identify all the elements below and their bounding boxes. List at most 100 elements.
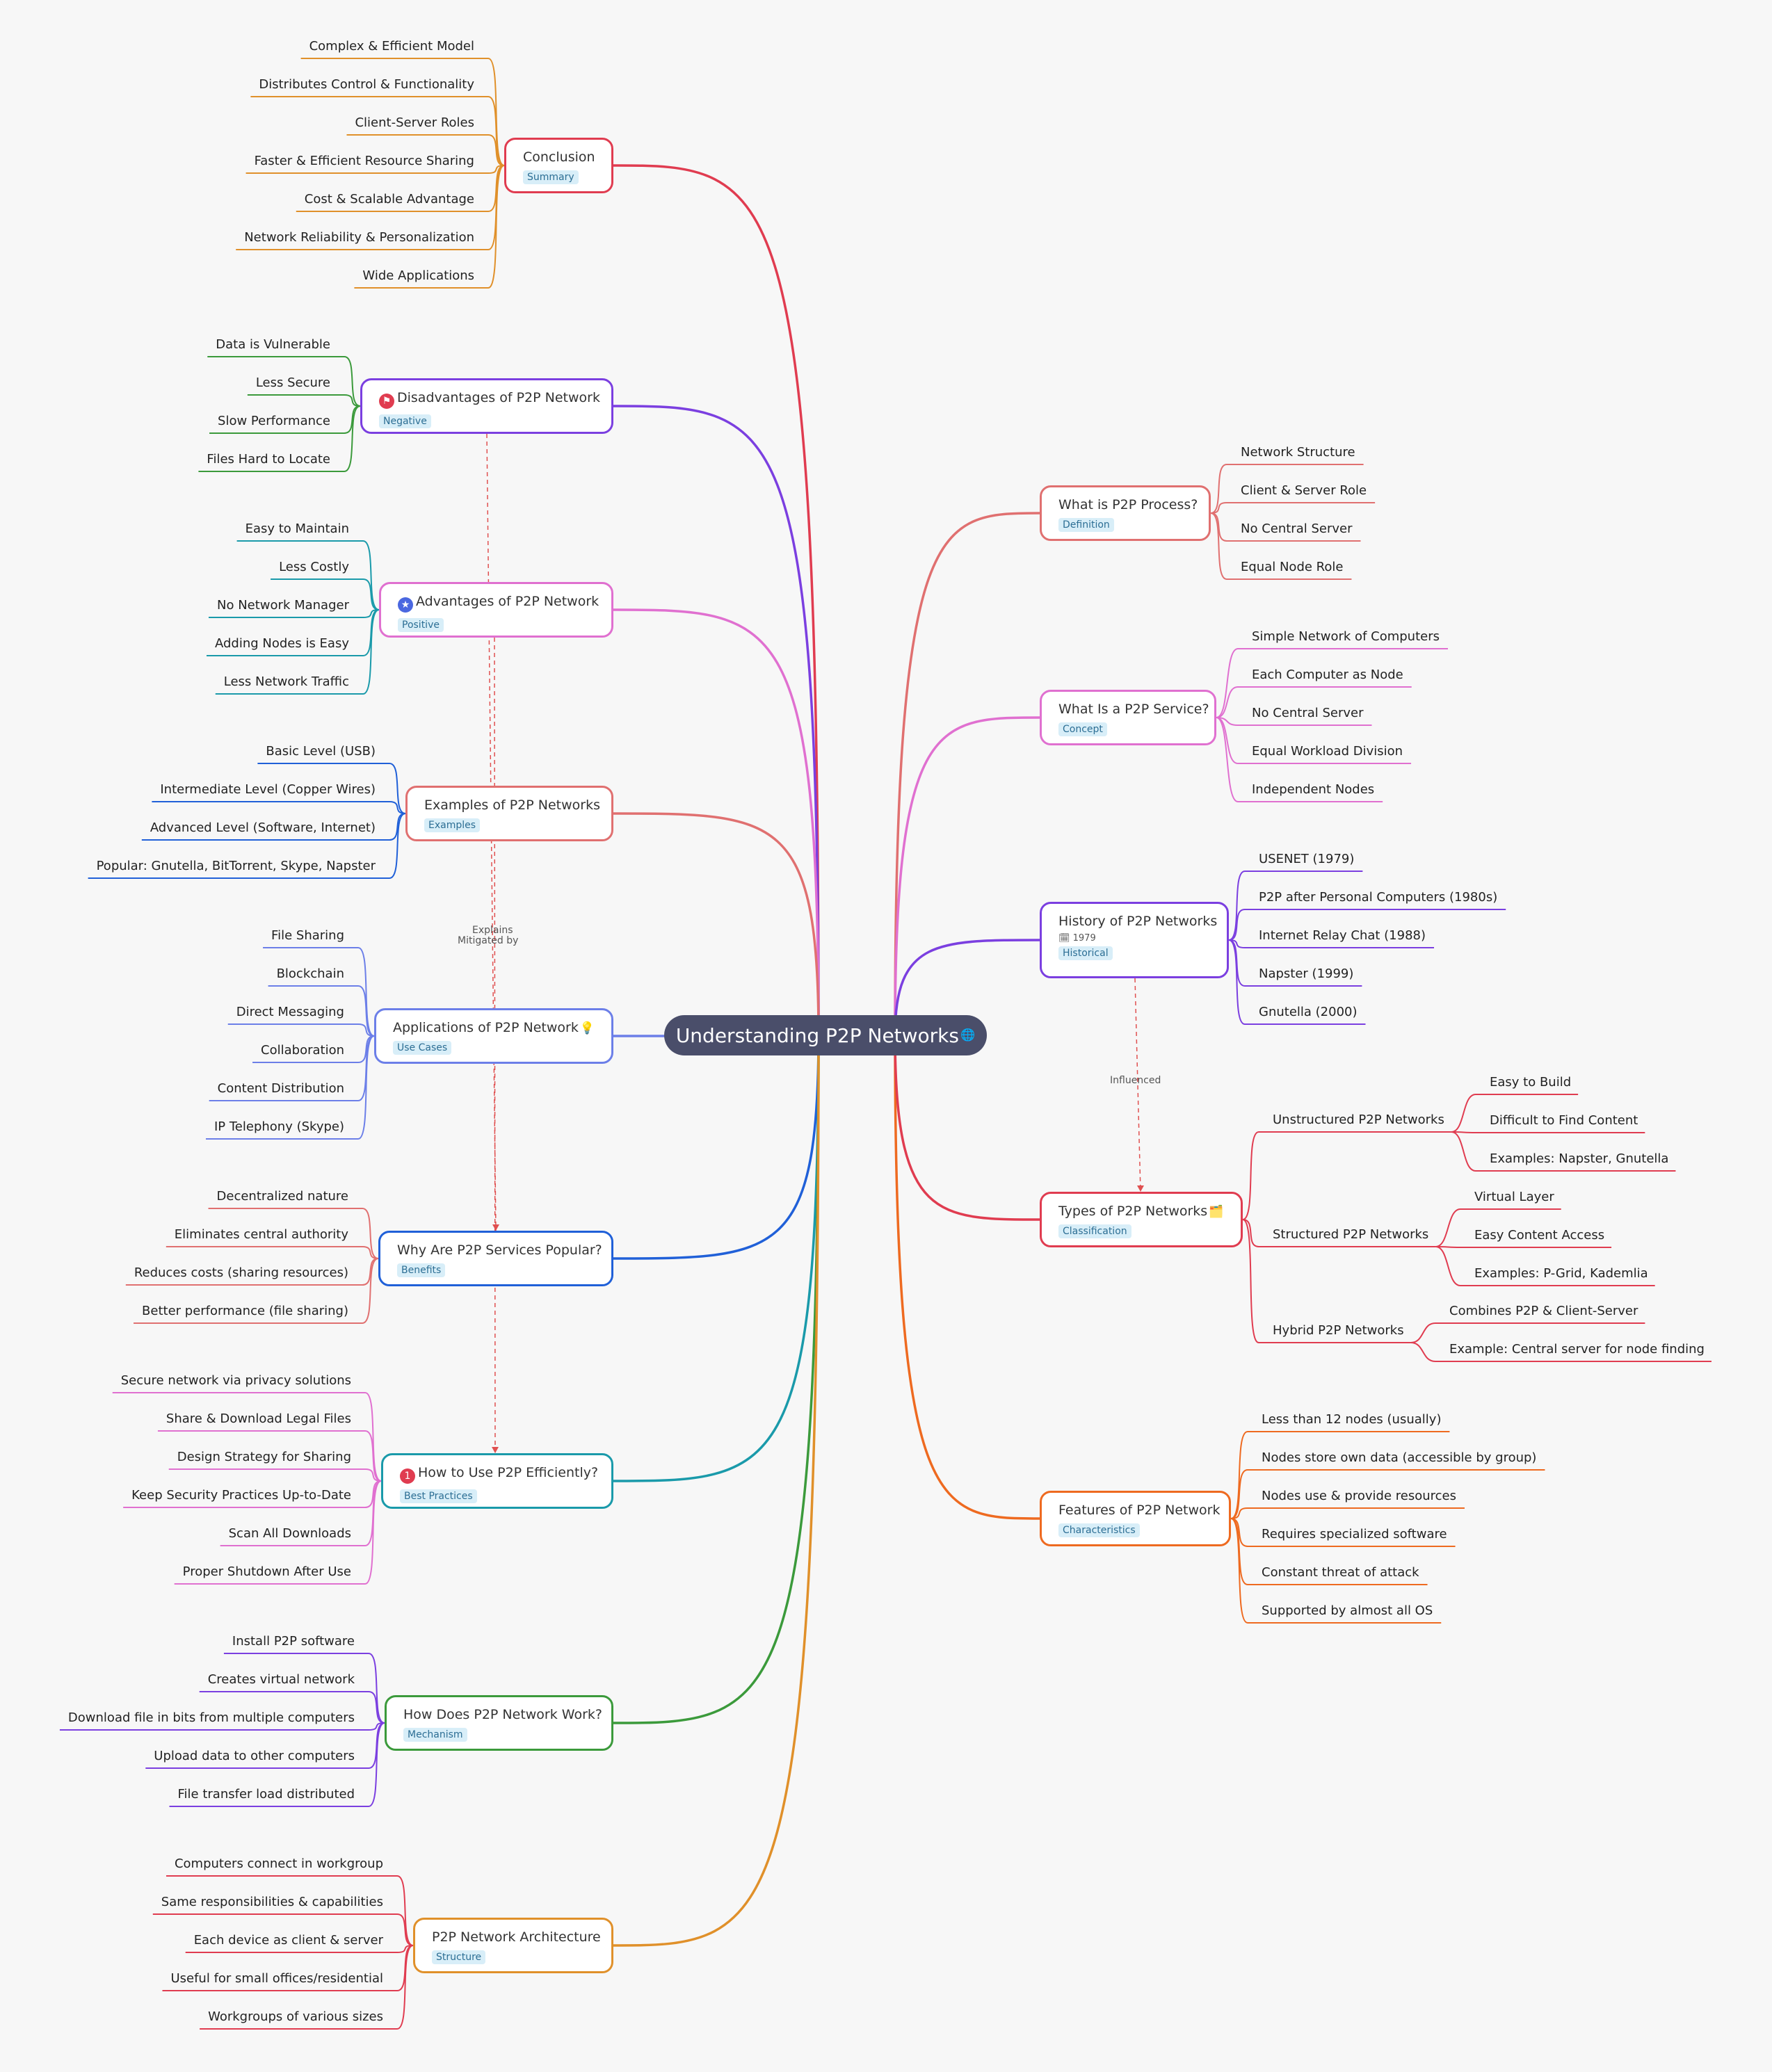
leaf-item-features[interactable]: Nodes use & provide resources [1262, 1489, 1456, 1503]
branch-applications[interactable]: Applications of P2P Network💡 Use Cases [374, 1008, 613, 1064]
leaf-item-disadvantages[interactable]: Slow Performance [218, 414, 330, 428]
leaf-item-types[interactable]: Easy to Build [1490, 1075, 1572, 1090]
leaf-item-types[interactable]: Difficult to Find Content [1490, 1113, 1638, 1128]
branch-architecture[interactable]: P2P Network Architecture Structure [413, 1918, 613, 1973]
branch-popular[interactable]: Why Are P2P Services Popular? Benefits [378, 1231, 613, 1286]
leaf-item-applications[interactable]: Direct Messaging [236, 1005, 344, 1019]
leaf-item-efficiently[interactable]: Proper Shutdown After Use [182, 1564, 351, 1579]
leaf-item-types[interactable]: Examples: Napster, Gnutella [1490, 1151, 1669, 1166]
leaf-item-examples[interactable]: Intermediate Level (Copper Wires) [160, 782, 376, 797]
leaf-item-process[interactable]: No Central Server [1241, 521, 1353, 536]
leaf-item-advantages[interactable]: Easy to Maintain [245, 521, 349, 536]
leaf-item-service[interactable]: Simple Network of Computers [1252, 629, 1440, 644]
leaf-item-conclusion[interactable]: Client-Server Roles [355, 115, 474, 130]
leaf-item-popular[interactable]: Decentralized nature [216, 1189, 348, 1204]
leaf-item-architecture[interactable]: Same responsibilities & capabilities [161, 1895, 383, 1909]
branch-features[interactable]: Features of P2P Network Characteristics [1040, 1491, 1231, 1546]
leaf-item-features[interactable]: Constant threat of attack [1262, 1565, 1419, 1580]
branch-work[interactable]: How Does P2P Network Work? Mechanism [385, 1695, 613, 1751]
subgroup-title[interactable]: Hybrid P2P Networks [1273, 1323, 1404, 1338]
leaf-item-advantages[interactable]: Less Network Traffic [223, 674, 349, 689]
leaf-item-work[interactable]: Install P2P software [232, 1634, 355, 1649]
leaf-item-conclusion[interactable]: Complex & Efficient Model [309, 39, 474, 54]
leaf-item-service[interactable]: Independent Nodes [1252, 782, 1375, 797]
trunk-line [613, 1035, 820, 1947]
leaf-item-work[interactable]: File transfer load distributed [177, 1787, 355, 1802]
branch-conclusion[interactable]: Conclusion Summary [504, 138, 613, 193]
branch-disadvantages[interactable]: ⚑Disadvantages of P2P Network Negative [360, 378, 613, 434]
leaf-item-examples[interactable]: Popular: Gnutella, BitTorrent, Skype, Na… [96, 859, 376, 873]
leaf-item-popular[interactable]: Better performance (file sharing) [142, 1304, 348, 1318]
leaf-item-applications[interactable]: Content Distribution [217, 1081, 344, 1096]
leaf-item-service[interactable]: Equal Workload Division [1252, 744, 1403, 759]
branch-tag: Summary [523, 170, 579, 184]
leaf-item-efficiently[interactable]: Scan All Downloads [228, 1526, 351, 1541]
leaf-item-disadvantages[interactable]: Less Secure [255, 375, 330, 390]
leaf-item-work[interactable]: Creates virtual network [207, 1672, 355, 1687]
leaf-item-conclusion[interactable]: Cost & Scalable Advantage [304, 192, 474, 207]
leaf-item-history[interactable]: P2P after Personal Computers (1980s) [1259, 890, 1498, 905]
leaf-item-types[interactable]: Combines P2P & Client-Server [1449, 1304, 1638, 1318]
leaf-item-features[interactable]: Nodes store own data (accessible by grou… [1262, 1450, 1537, 1465]
leaf-item-features[interactable]: Requires specialized software [1262, 1527, 1447, 1541]
leaf-item-efficiently[interactable]: Design Strategy for Sharing [177, 1450, 351, 1464]
leaf-item-service[interactable]: No Central Server [1252, 706, 1364, 720]
branch-history[interactable]: History of P2P Networks 🗓 1979 Historica… [1040, 902, 1229, 978]
leaf-item-history[interactable]: USENET (1979) [1259, 852, 1355, 866]
leaf-item-examples[interactable]: Basic Level (USB) [266, 744, 376, 759]
leaf-item-advantages[interactable]: Less Costly [279, 560, 349, 574]
leaf-item-history[interactable]: Gnutella (2000) [1259, 1005, 1358, 1019]
leaf-item-efficiently[interactable]: Secure network via privacy solutions [120, 1373, 351, 1388]
branch-process[interactable]: What is P2P Process? Definition [1040, 485, 1211, 541]
leaf-item-disadvantages[interactable]: Data is Vulnerable [216, 337, 330, 352]
leaf-item-features[interactable]: Less than 12 nodes (usually) [1262, 1412, 1442, 1427]
leaf-item-conclusion[interactable]: Network Reliability & Personalization [244, 230, 474, 245]
leaf-item-popular[interactable]: Eliminates central authority [174, 1227, 348, 1242]
leaf-connector [209, 405, 361, 434]
leaf-item-architecture[interactable]: Workgroups of various sizes [208, 2009, 383, 2024]
leaf-item-process[interactable]: Network Structure [1241, 445, 1355, 460]
root-topic[interactable]: Understanding P2P Networks🌐 [664, 1015, 987, 1055]
leaf-item-conclusion[interactable]: Faster & Efficient Resource Sharing [254, 154, 474, 168]
leaf-item-applications[interactable]: File Sharing [271, 928, 344, 943]
leaf-item-work[interactable]: Download file in bits from multiple comp… [67, 1710, 355, 1725]
branch-advantages[interactable]: ★Advantages of P2P Network Positive [379, 582, 613, 638]
branch-service[interactable]: What Is a P2P Service? Concept [1040, 690, 1216, 745]
leaf-item-types[interactable]: Easy Content Access [1474, 1228, 1605, 1243]
leaf-connector [1435, 1208, 1561, 1247]
leaf-connector [263, 947, 375, 1037]
leaf-item-work[interactable]: Upload data to other computers [154, 1749, 355, 1763]
leaf-item-architecture[interactable]: Computers connect in workgroup [174, 1856, 383, 1871]
leaf-item-service[interactable]: Each Computer as Node [1252, 667, 1403, 682]
leaf-item-examples[interactable]: Advanced Level (Software, Internet) [150, 820, 376, 835]
leaf-connector [88, 813, 406, 879]
leaf-item-types[interactable]: Example: Central server for node finding [1449, 1342, 1705, 1357]
leaf-item-efficiently[interactable]: Share & Download Legal Files [166, 1411, 351, 1426]
leaf-item-process[interactable]: Client & Server Role [1241, 483, 1367, 498]
leaf-item-popular[interactable]: Reduces costs (sharing resources) [134, 1265, 348, 1280]
leaf-item-conclusion[interactable]: Distributes Control & Functionality [259, 77, 474, 92]
leaf-item-features[interactable]: Supported by almost all OS [1262, 1603, 1433, 1618]
leaf-item-disadvantages[interactable]: Files Hard to Locate [207, 452, 330, 467]
leaf-item-architecture[interactable]: Useful for small offices/residential [170, 1971, 383, 1986]
leaf-item-history[interactable]: Internet Relay Chat (1988) [1259, 928, 1426, 943]
leaf-item-applications[interactable]: IP Telephony (Skype) [214, 1119, 344, 1134]
leaf-item-architecture[interactable]: Each device as client & server [193, 1933, 383, 1948]
leaf-connector [174, 1480, 382, 1585]
leaf-item-advantages[interactable]: Adding Nodes is Easy [214, 636, 349, 651]
leaf-item-history[interactable]: Napster (1999) [1259, 966, 1354, 981]
branch-types[interactable]: Types of P2P Networks🗂️ Classification [1040, 1192, 1243, 1247]
subgroup-title[interactable]: Unstructured P2P Networks [1273, 1112, 1444, 1127]
leaf-connector [185, 1945, 414, 1953]
leaf-item-process[interactable]: Equal Node Role [1241, 560, 1344, 574]
leaf-item-types[interactable]: Virtual Layer [1474, 1190, 1554, 1204]
leaf-item-conclusion[interactable]: Wide Applications [362, 268, 474, 283]
leaf-item-advantages[interactable]: No Network Manager [217, 598, 349, 613]
leaf-item-efficiently[interactable]: Keep Security Practices Up-to-Date [131, 1488, 351, 1503]
leaf-item-types[interactable]: Examples: P-Grid, Kademlia [1474, 1266, 1648, 1281]
subgroup-title[interactable]: Structured P2P Networks [1273, 1227, 1429, 1242]
branch-examples[interactable]: Examples of P2P Networks Examples [405, 786, 613, 841]
leaf-item-applications[interactable]: Collaboration [261, 1043, 344, 1058]
leaf-item-applications[interactable]: Blockchain [276, 966, 344, 981]
